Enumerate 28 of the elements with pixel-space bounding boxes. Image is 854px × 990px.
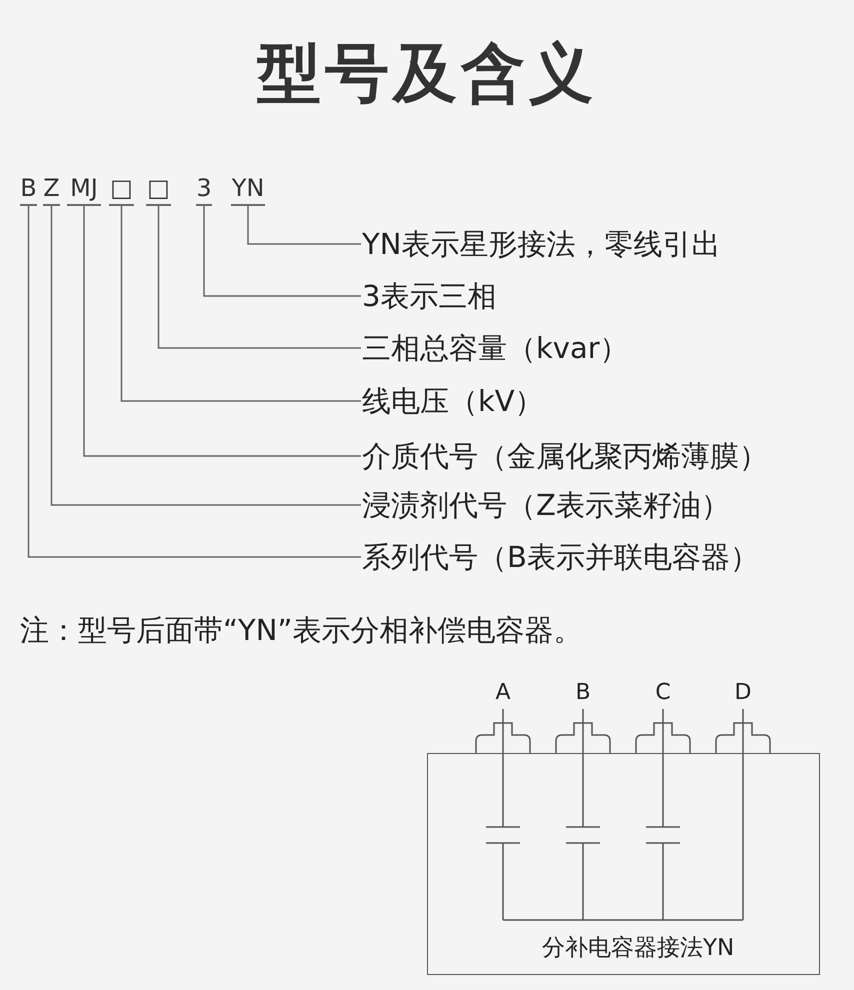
model-code-segment: □ — [109, 172, 134, 206]
leader-line — [120, 206, 361, 402]
leader-line — [158, 206, 361, 349]
leader-line — [247, 206, 361, 245]
model-code-segment: 3 — [196, 172, 212, 206]
leader-line — [203, 206, 361, 297]
explanation-text: 三相总容量（kvar） — [362, 330, 629, 366]
caption-text: 分补电容器接法YN — [542, 934, 734, 962]
explanation-text: 系列代号（B表示并联电容器） — [362, 539, 759, 575]
explanation-text: 介质代号（金属化聚丙烯薄膜） — [362, 438, 768, 474]
explanation-text: 线电压（kV） — [362, 383, 544, 419]
terminal-label: C — [655, 680, 671, 706]
explanation-text: 3表示三相 — [362, 278, 496, 314]
terminal-label: B — [575, 680, 591, 706]
leader-line — [50, 206, 361, 506]
terminal-label: D — [734, 680, 752, 706]
explanation-text: 浸渍剂代号（Z表示菜籽油） — [362, 487, 730, 523]
terminal-label: A — [495, 680, 511, 706]
model-code-segment: YN — [231, 172, 265, 206]
explanation-text: YN表示星形接法，零线引出 — [362, 226, 720, 262]
title: 型号及含义 — [257, 36, 597, 113]
leader-line — [83, 206, 361, 457]
model-code-segment: B — [20, 172, 37, 206]
note-text: 注：型号后面带“YN”表示分相补偿电容器。 — [20, 612, 582, 648]
model-code-segment: □ — [146, 172, 171, 206]
leader-line — [28, 206, 361, 558]
model-code-segment: Z — [43, 172, 60, 206]
model-code-segment: MJ — [67, 172, 101, 206]
